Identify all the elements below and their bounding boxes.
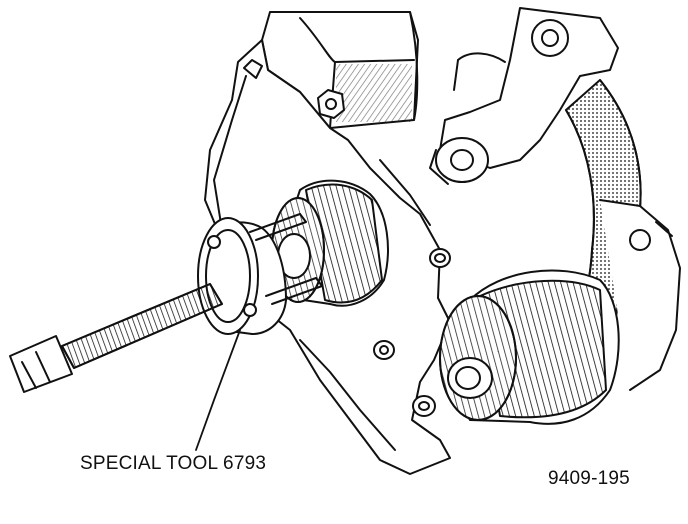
cover-bolt-bottom bbox=[412, 395, 436, 417]
cover-bolt-top bbox=[317, 89, 345, 119]
crankshaft-sprocket bbox=[439, 269, 620, 425]
engine-casing bbox=[599, 199, 681, 391]
tensioner-bracket bbox=[439, 7, 619, 169]
forcing-screw[interactable] bbox=[9, 283, 223, 393]
cover-bolt-lower bbox=[373, 340, 395, 360]
camshaft-sprocket bbox=[271, 179, 389, 307]
idler-pulley bbox=[429, 137, 489, 185]
figure-number: 9409-195 bbox=[548, 468, 630, 489]
special-tool-label: SPECIAL TOOL 6793 bbox=[80, 453, 267, 474]
upper-housing bbox=[261, 11, 419, 129]
cover-bolt-mid bbox=[429, 248, 451, 268]
callout-leader bbox=[195, 329, 241, 451]
